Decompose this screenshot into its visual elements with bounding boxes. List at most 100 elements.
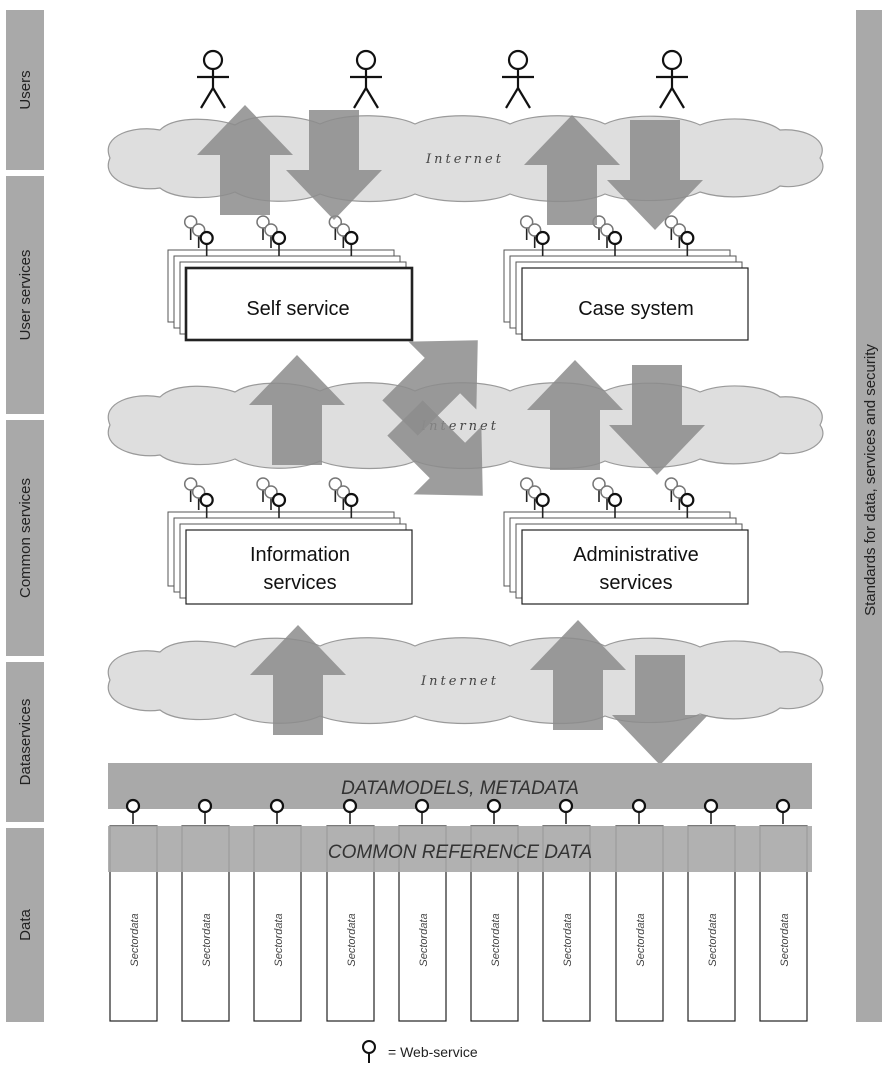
datamodels-label: DATAMODELS, METADATA	[341, 778, 579, 799]
web-service-head	[271, 492, 287, 508]
user-leg-right	[365, 87, 379, 109]
web-service-icon	[183, 477, 198, 502]
web-service-head	[535, 492, 550, 508]
reference-band	[108, 826, 812, 872]
cloud-label-top: Internet	[425, 152, 504, 167]
user-leg-right	[671, 87, 685, 109]
sector-label: Sectordata	[346, 913, 358, 966]
web-service-head	[680, 230, 695, 246]
reference-data-label: COMMON REFERENCE DATA	[328, 842, 592, 863]
web-service-head	[342, 798, 358, 814]
stack-front	[521, 529, 749, 605]
web-service-icon	[486, 798, 502, 824]
web-service-head	[344, 230, 359, 246]
layer-label-data: Data	[17, 909, 34, 941]
web-service-head	[703, 798, 719, 814]
web-service-icon	[519, 477, 534, 502]
web-service-head	[558, 798, 574, 814]
layer-label-dataservices: Dataservices	[17, 699, 34, 786]
web-service-head	[269, 798, 285, 814]
web-service-head	[519, 477, 534, 491]
layer-bar-data	[6, 828, 44, 1022]
stack-front	[184, 266, 414, 342]
self-service-box	[167, 215, 414, 342]
web-service-icon	[199, 492, 214, 518]
web-service-icon	[680, 492, 695, 518]
web-service-head	[680, 492, 695, 508]
user-leg-left	[200, 87, 214, 109]
web-service-icon	[344, 492, 359, 518]
web-service-head	[256, 477, 270, 491]
sector-label: Sectordata	[635, 913, 647, 966]
web-service-icon	[519, 215, 534, 240]
user-leg-right	[212, 87, 226, 109]
web-service-head	[664, 477, 679, 491]
web-service-head	[125, 798, 141, 814]
web-service-icon	[414, 798, 430, 824]
user-head	[202, 49, 224, 71]
web-service-head	[486, 798, 502, 814]
standards-bar	[856, 10, 882, 1022]
web-service-head	[256, 215, 270, 229]
user-leg-left	[659, 87, 673, 109]
administrative-services-label-1: Administrative	[573, 544, 699, 566]
web-service-icon	[342, 798, 358, 824]
web-service-icon	[535, 230, 550, 256]
sector-label: Sectordata	[129, 913, 141, 966]
user-leg-left	[505, 87, 519, 109]
standards-label: Standards for data, services and securit…	[862, 344, 879, 616]
web-service-icon	[328, 477, 343, 502]
web-service-icon	[703, 798, 719, 824]
web-service-icon	[680, 230, 695, 256]
web-service-head	[271, 230, 287, 246]
web-service-icon	[592, 477, 606, 502]
layer-label-users: Users	[17, 70, 34, 109]
sector-label: Sectordata	[201, 913, 213, 966]
web-service-icon	[197, 798, 213, 824]
layer-bar-user-services	[6, 176, 44, 414]
web-service-icon	[607, 492, 623, 518]
service-boxes	[167, 215, 749, 605]
web-service-head	[183, 215, 198, 229]
information-services-label-1: Information	[250, 544, 350, 566]
datamodels-band	[108, 763, 812, 809]
layer-bar-dataservices	[6, 662, 44, 822]
information-services-box	[167, 477, 413, 605]
layer-bar-users	[6, 10, 44, 170]
web-service-icon	[256, 477, 270, 502]
web-service-head	[199, 492, 214, 508]
web-service-icon	[199, 230, 214, 256]
web-service-head	[328, 477, 343, 491]
web-service-icon	[558, 798, 574, 824]
web-service-icon	[631, 798, 647, 824]
stack-front	[521, 267, 749, 341]
user-figure-2	[350, 49, 382, 109]
sector-label: Sectordata	[562, 913, 574, 966]
web-service-icon	[183, 215, 198, 240]
web-service-icon	[775, 798, 791, 824]
web-service-icon	[344, 230, 359, 256]
user-head	[507, 49, 529, 71]
sector-label: Sectordata	[418, 913, 430, 966]
web-service-head	[344, 492, 359, 508]
stack-front	[185, 529, 413, 605]
layer-bar-common-services	[6, 420, 44, 656]
information-services-label-2: services	[263, 572, 336, 594]
web-service-head	[414, 798, 430, 814]
web-service-head	[535, 230, 550, 246]
web-service-icon	[271, 492, 287, 518]
layer-label-common-services: Common services	[17, 478, 34, 598]
sector-label: Sectordata	[779, 913, 791, 966]
web-service-head	[607, 492, 623, 508]
web-service-head	[607, 230, 623, 246]
layer-label-user-services: User services	[17, 250, 34, 341]
web-service-icon	[328, 215, 343, 240]
web-service-head	[199, 230, 214, 246]
self-service-label: Self service	[246, 298, 349, 320]
web-service-head	[183, 477, 198, 491]
web-service-head	[197, 798, 213, 814]
user-head	[661, 49, 683, 71]
legend: = Web-service	[360, 1040, 478, 1064]
web-service-head	[775, 798, 791, 814]
